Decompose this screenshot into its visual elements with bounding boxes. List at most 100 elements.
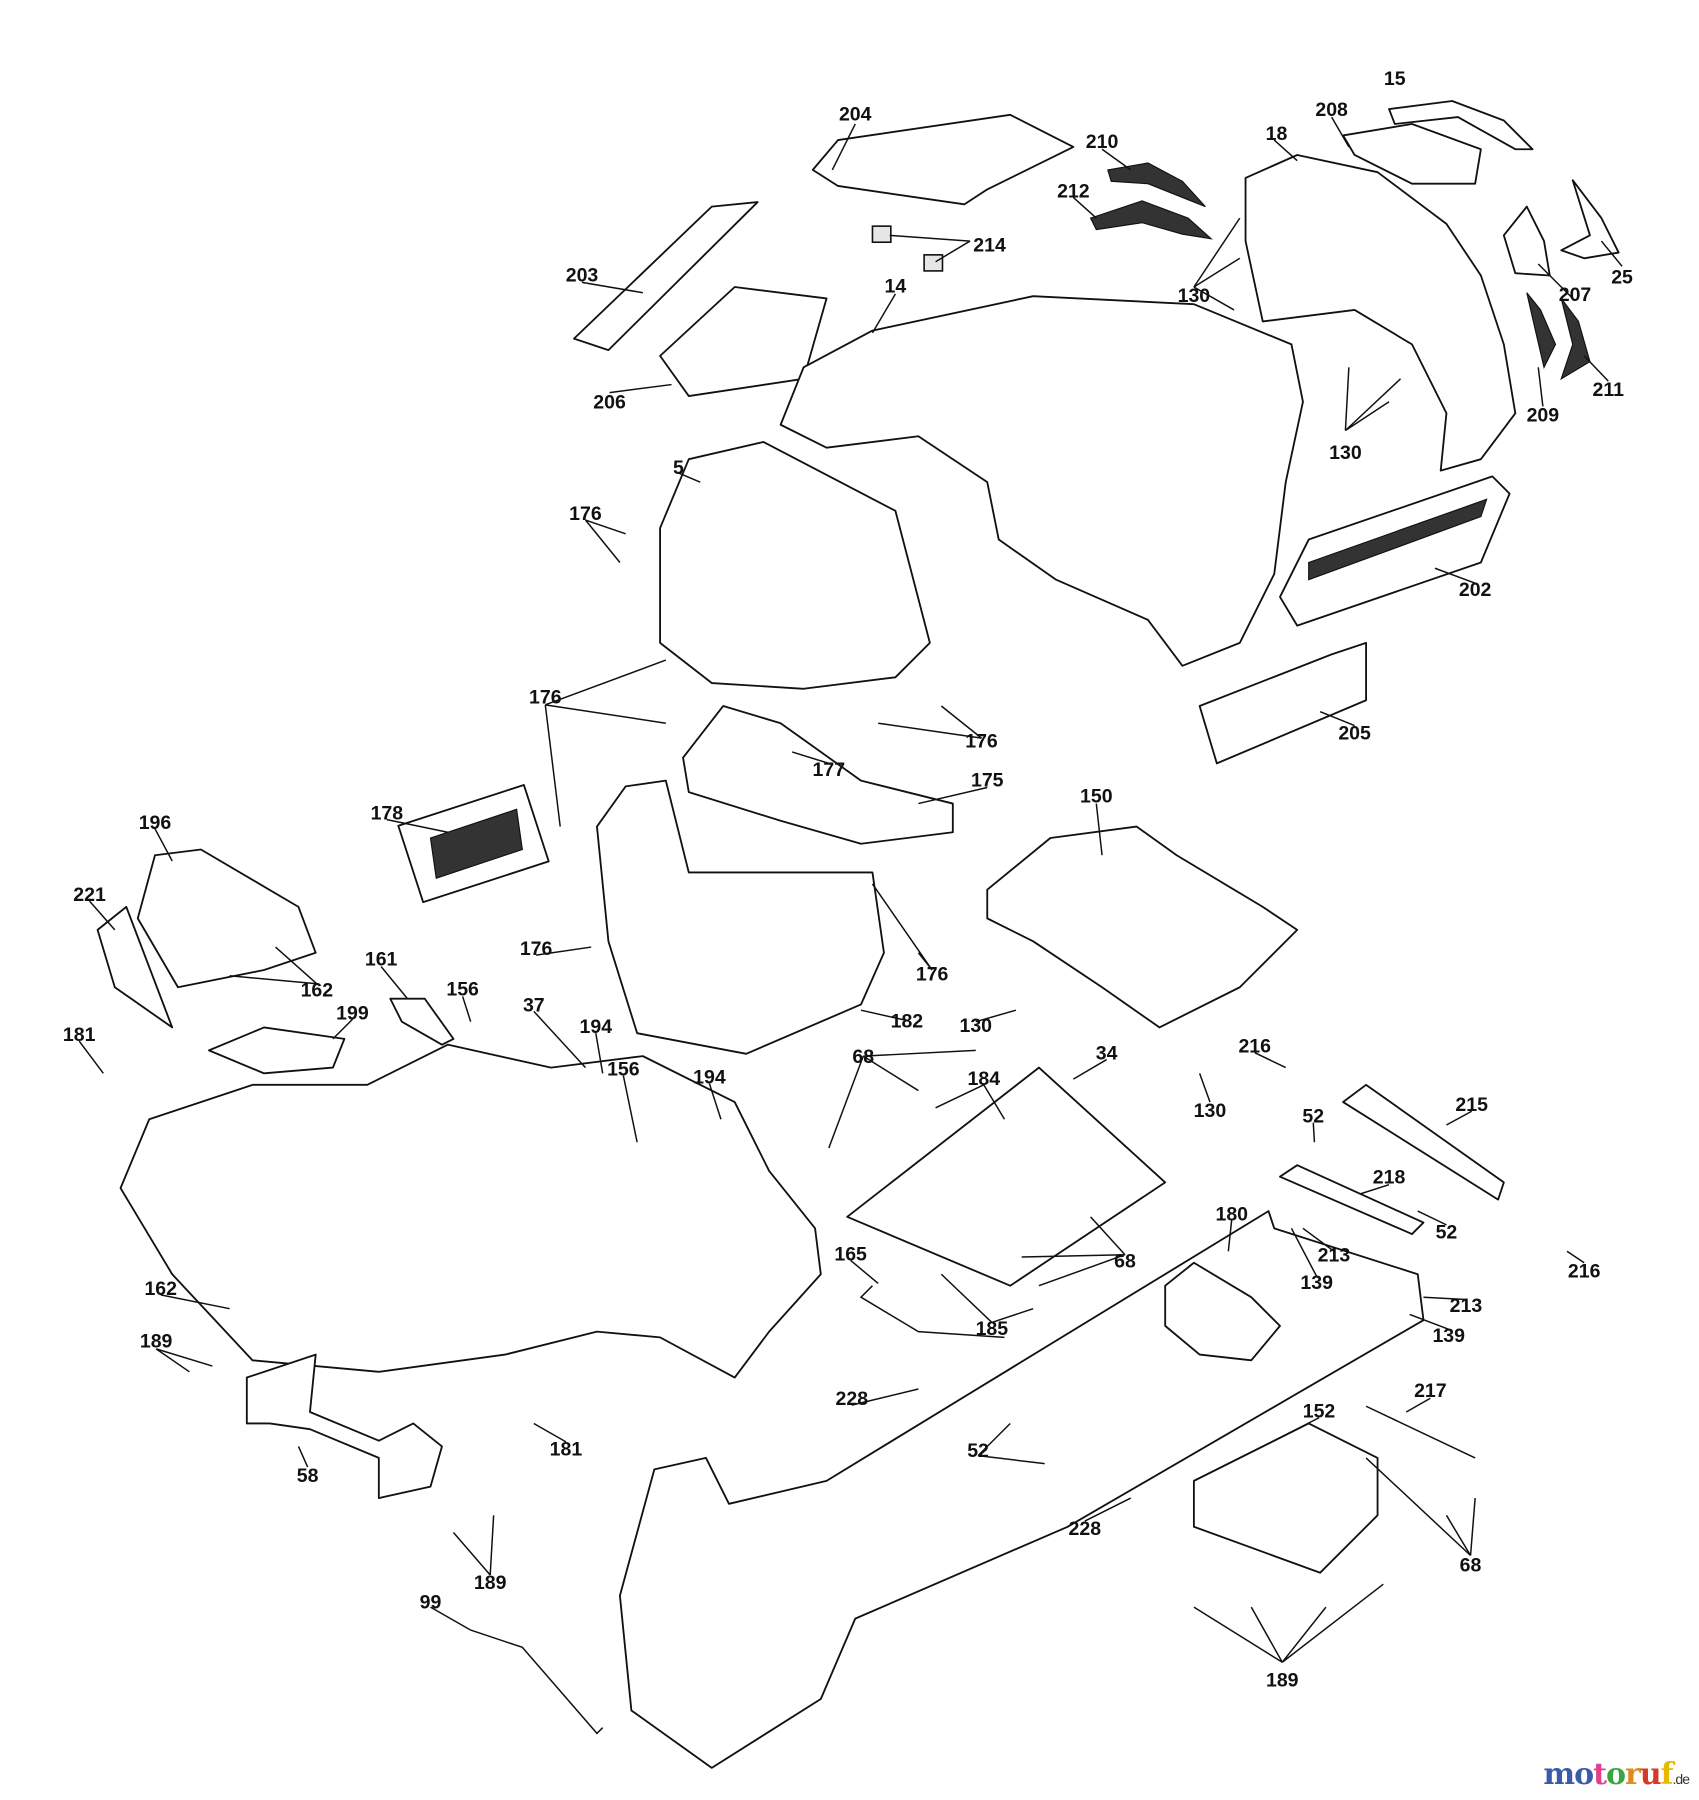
callout-199: 199 [336, 1002, 369, 1024]
callout-34: 34 [1096, 1043, 1118, 1065]
callout-184: 184 [968, 1068, 1001, 1090]
callout-175: 175 [971, 769, 1004, 791]
part-18-bumper [1244, 154, 1517, 472]
part-25-trim [1560, 179, 1620, 260]
callout-176: 176 [529, 687, 562, 709]
callout-130: 130 [1329, 442, 1362, 464]
part-210-grille [1107, 162, 1206, 208]
callout-178: 178 [371, 803, 404, 825]
callout-194: 194 [580, 1016, 613, 1038]
part-211-grille [1560, 298, 1591, 381]
callout-176: 176 [965, 730, 998, 752]
watermark-tld: .de [1672, 1771, 1690, 1787]
watermark-letter: u [1639, 1757, 1662, 1792]
part-203-grille [573, 201, 759, 352]
part-221-trim [96, 905, 174, 1029]
callout-221: 221 [73, 884, 106, 906]
callout-162: 162 [301, 979, 334, 1001]
callout-213: 213 [1450, 1295, 1483, 1317]
callout-15: 15 [1384, 68, 1406, 90]
callout-176: 176 [916, 963, 949, 985]
callout-189: 189 [474, 1572, 507, 1594]
callout-203: 203 [566, 264, 599, 286]
callout-52: 52 [1436, 1222, 1458, 1244]
callout-213: 213 [1318, 1245, 1351, 1267]
callout-204: 204 [839, 104, 872, 126]
part-204-cover [811, 113, 1075, 206]
callout-202: 202 [1459, 579, 1492, 601]
callout-215: 215 [1455, 1094, 1488, 1116]
callout-182: 182 [891, 1010, 924, 1032]
callout-68: 68 [1114, 1250, 1136, 1272]
callout-228: 228 [1069, 1518, 1102, 1540]
callout-52: 52 [1302, 1106, 1324, 1128]
callout-25: 25 [1611, 267, 1633, 289]
part-206-bracket [659, 286, 828, 397]
part-218-bracket [1279, 1164, 1425, 1235]
callout-180: 180 [1215, 1203, 1248, 1225]
callout-18: 18 [1266, 123, 1288, 145]
callout-139: 139 [1300, 1272, 1333, 1294]
part-205-panel [1198, 641, 1368, 765]
callout-217: 217 [1414, 1380, 1447, 1402]
part-182-console [596, 779, 885, 1055]
watermark-logo: motoruf.de [1543, 1757, 1690, 1792]
callout-130: 130 [960, 1015, 993, 1037]
callout-209: 209 [1527, 404, 1560, 426]
part-165-rod [859, 1285, 1005, 1339]
callout-52: 52 [967, 1440, 989, 1462]
part-150-footwell [986, 825, 1299, 1029]
watermark-letter: r [1625, 1757, 1641, 1792]
callout-210: 210 [1086, 131, 1119, 153]
callout-68: 68 [852, 1046, 874, 1068]
callout-185: 185 [976, 1318, 1009, 1340]
callout-14: 14 [885, 276, 907, 298]
part-outlines [96, 100, 1620, 1769]
part-209-grille [1526, 292, 1557, 370]
part-214-clip [871, 225, 892, 244]
part-199-cover [208, 1026, 346, 1075]
callout-156: 156 [446, 978, 479, 1000]
part-engine-mount [1164, 1261, 1281, 1362]
callout-205: 205 [1338, 722, 1371, 744]
callout-196: 196 [139, 812, 172, 834]
part-178-mesh [429, 808, 523, 879]
callout-156: 156 [607, 1059, 640, 1081]
callout-161: 161 [365, 948, 398, 970]
part-5-dash [659, 441, 931, 690]
callout-181: 181 [63, 1024, 96, 1046]
callout-216: 216 [1238, 1036, 1271, 1058]
callout-218: 218 [1373, 1167, 1406, 1189]
watermark-letter: o [1605, 1757, 1626, 1792]
callout-181: 181 [550, 1439, 583, 1461]
callout-99: 99 [420, 1591, 442, 1613]
callout-189: 189 [1266, 1669, 1299, 1691]
part-217-rod [1365, 1405, 1476, 1459]
callout-162: 162 [144, 1278, 177, 1300]
callout-139: 139 [1432, 1325, 1465, 1347]
watermark-letter: f [1660, 1757, 1674, 1792]
callout-214: 214 [973, 234, 1006, 256]
watermark-letter: m [1543, 1757, 1575, 1792]
part-99-rod [470, 1629, 604, 1735]
part-14-hood [779, 295, 1304, 667]
callout-37: 37 [523, 994, 545, 1016]
callout-228: 228 [836, 1388, 869, 1410]
watermark-letter: o [1574, 1757, 1594, 1792]
watermark-letter: t [1593, 1757, 1607, 1792]
callout-150: 150 [1080, 785, 1113, 807]
part-37-fender [119, 1043, 822, 1379]
part-215-bracket [1342, 1083, 1505, 1201]
part-214-clip [923, 254, 944, 272]
callout-189: 189 [140, 1331, 173, 1353]
callout-5: 5 [673, 457, 684, 479]
part-202-grille [1279, 475, 1511, 627]
callout-211: 211 [1593, 379, 1625, 401]
callout-68: 68 [1460, 1555, 1482, 1577]
callout-177: 177 [813, 759, 846, 781]
callout-58: 58 [297, 1465, 319, 1487]
part-175-bracket [682, 705, 954, 845]
callout-208: 208 [1315, 99, 1348, 121]
part-58-bracket [245, 1353, 443, 1500]
